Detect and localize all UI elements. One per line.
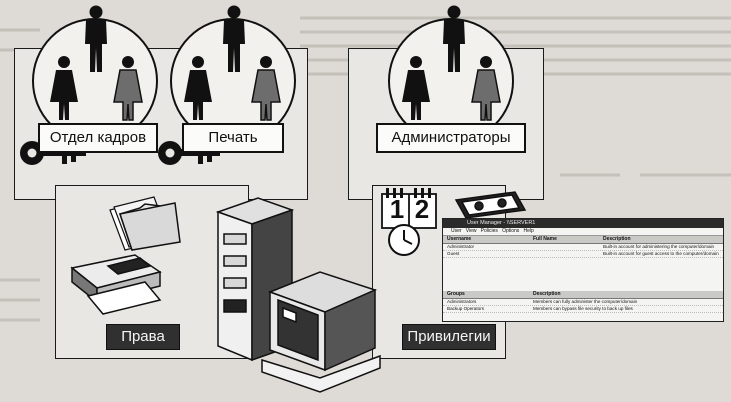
folder-icon bbox=[109, 196, 181, 251]
menu-policies[interactable]: Policies bbox=[480, 228, 498, 234]
users-header: Username Full Name Description bbox=[443, 236, 723, 244]
group-label-hr: Отдел кадров bbox=[38, 123, 158, 153]
table-row[interactable]: Administrator Built-in account for admin… bbox=[443, 244, 723, 251]
group-label-print: Печать bbox=[182, 123, 284, 153]
table-row[interactable]: Guest Built-in account for guest access … bbox=[443, 251, 723, 258]
user-manager-menubar: User View Policies Options Help bbox=[443, 228, 723, 236]
group-label-admins: Администраторы bbox=[376, 123, 526, 153]
user-manager-window: User Manager - \\SERVER1 User View Polic… bbox=[442, 218, 724, 322]
rights-label: Права bbox=[106, 324, 183, 353]
clock-icon bbox=[388, 224, 420, 256]
groups-header: Groups Description bbox=[443, 291, 723, 299]
table-row[interactable]: Administrators Members can fully adminis… bbox=[443, 299, 723, 306]
printer-icon bbox=[70, 254, 162, 315]
user-manager-titlebar: User Manager - \\SERVER1 bbox=[443, 219, 723, 228]
calendar-digit-2: 2 bbox=[414, 194, 430, 224]
table-row[interactable]: Backup Operators Members can bypass file… bbox=[443, 306, 723, 313]
menu-user[interactable]: User bbox=[451, 228, 462, 234]
menu-options[interactable]: Options bbox=[502, 228, 520, 234]
menu-help[interactable]: Help bbox=[523, 228, 534, 234]
privileges-label: Привилегии bbox=[402, 324, 499, 353]
menu-view[interactable]: View bbox=[465, 228, 477, 234]
monitor-icon bbox=[261, 271, 381, 393]
tape-cassette-icon bbox=[454, 191, 527, 219]
calendar-digit-1: 1 bbox=[389, 194, 405, 224]
